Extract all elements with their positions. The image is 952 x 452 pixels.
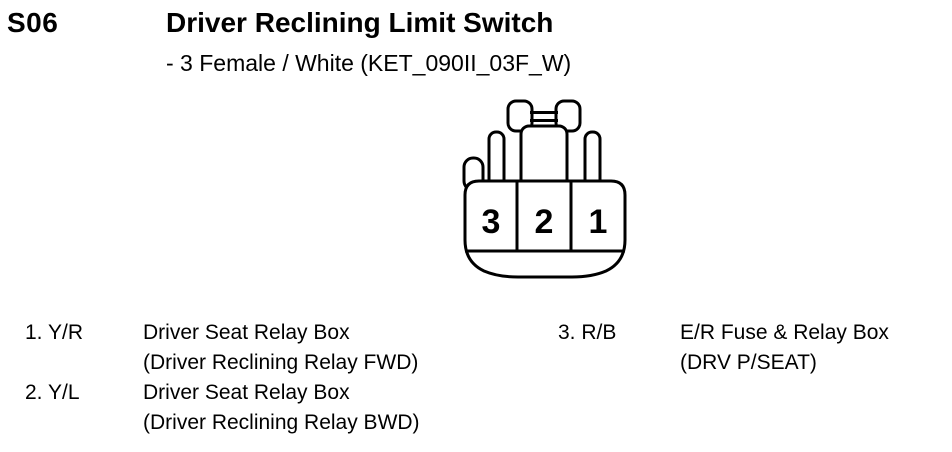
connector-body [463, 179, 627, 279]
wire-color: Y/L [47, 381, 80, 404]
pin-destination: Driver Seat Relay Box (Driver Reclining … [143, 318, 420, 378]
pin-list-left: 1. Y/R Driver Seat Relay Box (Driver Rec… [25, 318, 420, 438]
cavity-label-2: 2 [535, 203, 554, 241]
destination-detail: (Driver Reclining Relay FWD) [143, 351, 419, 374]
pin-number: 1. [25, 321, 43, 344]
pin-number: 2. [25, 381, 43, 404]
lock-tab [519, 124, 569, 190]
pin-destination: Driver Seat Relay Box (Driver Reclining … [143, 378, 420, 438]
pin-destination: E/R Fuse & Relay Box (DRV P/SEAT) [680, 318, 889, 378]
pin-row-2: 2. Y/L Driver Seat Relay Box (Driver Rec… [25, 378, 420, 438]
pin-number-wire: 2. Y/L [25, 378, 143, 438]
connector-diagram: 3 2 1 [462, 99, 627, 279]
wire-color: R/B [581, 321, 617, 344]
page-title: Driver Reclining Limit Switch [166, 7, 554, 38]
pin-number-wire: 1. Y/R [25, 318, 143, 378]
destination-line: E/R Fuse & Relay Box [680, 321, 889, 344]
pin-number-wire: 3. R/B [558, 318, 680, 378]
destination-line: Driver Seat Relay Box [143, 381, 350, 404]
destination-line: Driver Seat Relay Box [143, 321, 350, 344]
destination-detail: (Driver Reclining Relay BWD) [143, 411, 420, 434]
cavity-label-3: 3 [482, 203, 501, 241]
pin-number: 3. [558, 321, 576, 344]
connector-spec: - 3 Female / White (KET_090II_03F_W) [166, 50, 572, 76]
pin-list-right: 3. R/B E/R Fuse & Relay Box (DRV P/SEAT) [558, 318, 889, 378]
connector-id: S06 [7, 7, 59, 38]
pin-row-3: 3. R/B E/R Fuse & Relay Box (DRV P/SEAT) [558, 318, 889, 378]
cavity-label-1: 1 [589, 203, 608, 241]
latch-icon [506, 99, 582, 133]
pin-row-1: 1. Y/R Driver Seat Relay Box (Driver Rec… [25, 318, 420, 378]
wire-color: Y/R [47, 321, 83, 344]
destination-detail: (DRV P/SEAT) [680, 351, 817, 374]
